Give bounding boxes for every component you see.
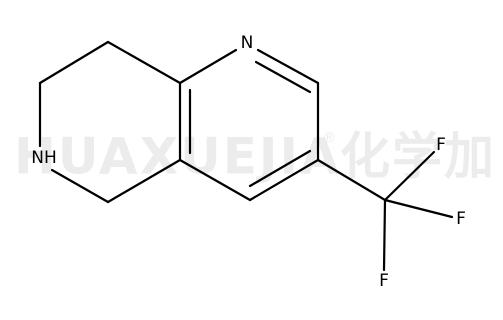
- watermark-cjk: 化学加: [340, 128, 496, 186]
- watermark-latin: HUAXUEJIA: [14, 128, 341, 186]
- bond-n6-c5: [50, 168, 110, 204]
- bond-c5-c4a: [106, 158, 182, 204]
- bond-c8-c8a: [106, 40, 182, 85]
- bond-c3-cf3: [316, 158, 387, 202]
- bond-cf3-f-right: [383, 198, 454, 219]
- bond-n1-c2: [256, 48, 320, 85]
- bond-cf3-f-top: [383, 150, 436, 202]
- bond-c3-c4: [248, 158, 320, 202]
- atom-label-n-pyridine: N: [241, 33, 254, 53]
- bond-cf3-f-bottom: [382, 198, 387, 272]
- piperidine-ring: [38, 40, 182, 204]
- bond-c3-c4-inner: [248, 149, 312, 188]
- atom-label-nh-amine: NH: [31, 148, 57, 168]
- atom-label-f-right: F: [456, 209, 466, 229]
- bond-c4-c4a: [178, 158, 252, 202]
- atom-label-f-top: F: [436, 135, 446, 155]
- bond-c8a-n1: [178, 48, 238, 85]
- trifluoromethyl-group: [316, 150, 454, 272]
- bond-n1-c2-inner: [254, 60, 312, 94]
- watermark: HUAXUEJIA ® 化学加: [14, 128, 496, 186]
- watermark-registered-mark: ®: [322, 130, 336, 146]
- bond-c7-c8: [38, 40, 110, 85]
- pyridine-ring: [178, 48, 320, 202]
- atom-label-f-bottom: F: [379, 271, 389, 291]
